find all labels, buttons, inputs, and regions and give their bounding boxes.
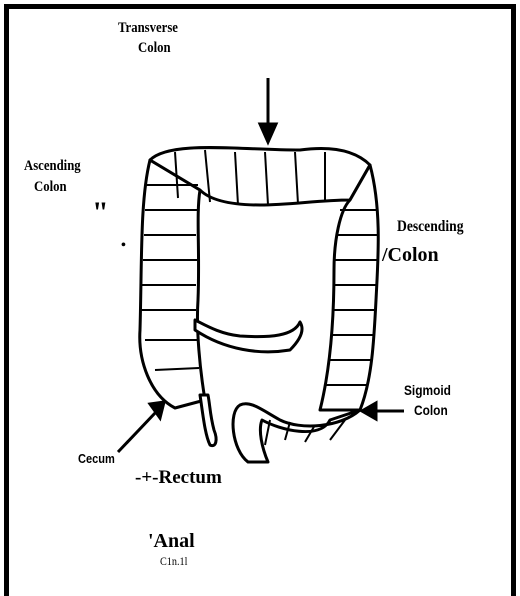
- ascending-colon-label-line2: Colon: [34, 179, 67, 196]
- anal-label-line2: C1n.1l: [160, 555, 187, 569]
- transverse-arrow-head: [260, 124, 276, 142]
- sigmoid-arrow-head: [362, 403, 376, 419]
- anal-label-line1: 'Anal: [148, 530, 195, 553]
- cecum-arrow-shaft: [118, 412, 156, 452]
- sigmoid-colon-label-line1: Sigmoid: [404, 382, 451, 398]
- descending-colon-label-line1: Descending: [397, 218, 463, 236]
- quote-mark: ": [92, 196, 109, 231]
- descending-colon-label-line2: /Colon: [382, 244, 439, 267]
- dot-mark: •: [121, 238, 126, 254]
- appendix-outline: [200, 395, 216, 446]
- ascending-colon-label-line1: Ascending: [24, 158, 81, 175]
- ileum-outline: [195, 320, 302, 352]
- sigmoid-colon-label-line2: Colon: [414, 402, 448, 418]
- cecum-label: Cecum: [78, 452, 115, 467]
- transverse-colon-label-line1: Transverse: [118, 20, 178, 37]
- rectum-label: -+-Rectum: [135, 467, 222, 489]
- sigmoid-colon-outline: [233, 404, 360, 462]
- transverse-colon-label-line2: Colon: [138, 40, 171, 57]
